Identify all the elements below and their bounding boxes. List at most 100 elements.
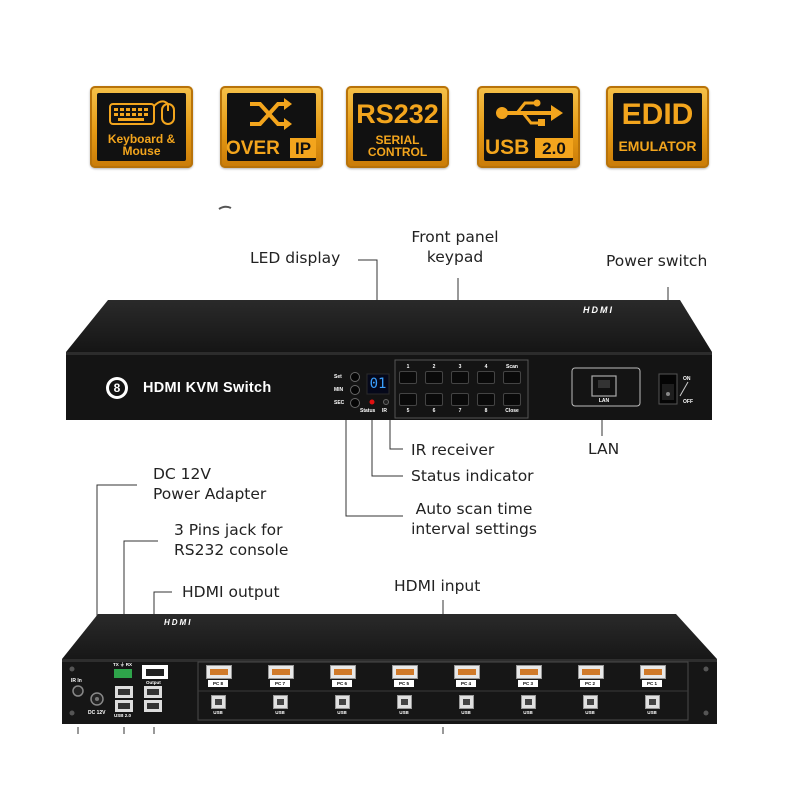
pc-label: PC 3 [518,680,538,687]
label-rs232-line2: RS232 console [174,541,289,559]
keypad-button-scan[interactable] [503,371,521,384]
keypad-button-5[interactable] [399,393,417,406]
badge-kbm-line2: Mouse [122,144,161,158]
badge-over-ip: OVER IP [220,86,323,168]
badge-rs232-line1: SERIAL [375,133,420,147]
label-hdmi-input: HDMI input [394,577,481,595]
ir-in-port[interactable] [76,686,86,696]
keypad-button-3[interactable] [451,371,469,384]
usb-b-port[interactable] [335,695,350,709]
key-label: 2 [432,364,436,370]
keypad-button-4[interactable] [477,371,495,384]
usb-label: USB [337,710,347,715]
badge-kbm-line1: Keyboard & [107,132,176,146]
usb-b-port[interactable] [459,695,474,709]
usb-b-port[interactable] [397,695,412,709]
rs232-terminal[interactable] [114,669,132,678]
label-dc-line1: DC 12V [153,465,212,483]
key-label: 3 [458,364,462,370]
usb-label: USB [213,710,223,715]
usb-label: USB [523,710,533,715]
ir-in-label: IR In [71,678,82,684]
label-rs232-line1: 3 Pins jack for [174,521,283,539]
hdmi-input-port[interactable] [516,665,542,679]
keypad-button-2[interactable] [425,371,443,384]
label-set: Set [334,374,342,380]
label-ir-receiver: IR receiver [411,441,495,459]
keypad-button-7[interactable] [451,393,469,406]
usb-connector [339,699,346,705]
usb-label: USB [647,710,657,715]
usb-b-port[interactable] [645,695,660,709]
tx-rx-label: TX ⏚ RX [113,662,133,667]
label-sec: SEC [334,400,345,406]
badge-ip-text: IP [290,138,316,158]
pc-label: PC 1 [642,680,662,687]
usb-connector [525,699,532,705]
badge-usb-version: 2.0 [535,138,573,158]
badge-rs232-line2: CONTROL [367,145,428,159]
label-power-switch: Power switch [606,252,708,270]
hdmi-output-port[interactable] [142,665,168,679]
keypad-button-close[interactable] [503,393,521,406]
usb-b-port[interactable] [583,695,598,709]
usb-connector [277,699,284,705]
pc-label: PC 7 [270,680,290,687]
key-label: 8 [484,408,488,414]
hdmi-input-port[interactable] [454,665,480,679]
label-keypad-line1: Front panel [411,228,499,246]
hdmi-input-port[interactable] [578,665,604,679]
pc-label: PC 4 [456,680,476,687]
usb-b-port[interactable] [273,695,288,709]
label-min: MIN [334,387,344,393]
hdmi-input-port[interactable] [268,665,294,679]
dc-power-jack[interactable] [91,693,103,705]
keyboard-mouse-icon [109,100,175,125]
usb-b-port[interactable] [211,695,226,709]
key-label: Close [505,408,519,414]
label-status-indicator: Status indicator [411,467,534,485]
label-lan: LAN [588,440,620,458]
usb-b-port[interactable] [521,695,536,709]
usb-connector [649,699,656,705]
badge-edid-title: EDID [621,98,694,131]
hdmi-input-port[interactable] [392,665,418,679]
hdmi-connector [458,669,476,675]
usb-connector [587,699,594,705]
hdmi-input-port[interactable] [640,665,666,679]
badge-usb-text: USB [485,136,530,159]
hdmi-connector [396,669,414,675]
keypad-button-1[interactable] [399,371,417,384]
usb-connector [401,699,408,705]
brand-text: HDMI KVM Switch [143,380,272,396]
key-label: 4 [484,364,488,370]
badge-rs232: RS232 SERIAL CONTROL [346,86,449,168]
label-led-display: LED display [250,249,341,267]
hdmi-connector [644,669,662,675]
key-label: 5 [406,408,410,414]
hdmi-input-port[interactable] [330,665,356,679]
dc-12v-label: DC 12V [88,710,106,716]
output-label: Output [146,680,161,685]
key-label: 1 [406,364,410,370]
usb-connector [463,699,470,705]
pc-label: PC 8 [208,680,228,687]
hdmi-connector [334,669,352,675]
label-dc-line2: Power Adapter [153,485,267,503]
label-auto-scan-line1: Auto scan time [415,500,533,518]
brand-number: 8 [113,381,121,395]
hdmi-connector [210,669,228,675]
hdmi-input-port[interactable] [206,665,232,679]
key-label: Scan [506,364,518,370]
rear-hdmi-logo: HDMI [164,618,193,627]
keypad-button-8[interactable] [477,393,495,406]
keypad-button-6[interactable] [425,393,443,406]
hdmi-connector [582,669,600,675]
pc-label: PC 5 [394,680,414,687]
hdmi-connector [272,669,290,675]
usb20-label: USB 2.0 [114,713,132,718]
switch-off-label: OFF [683,399,693,405]
key-label: 7 [458,408,462,414]
